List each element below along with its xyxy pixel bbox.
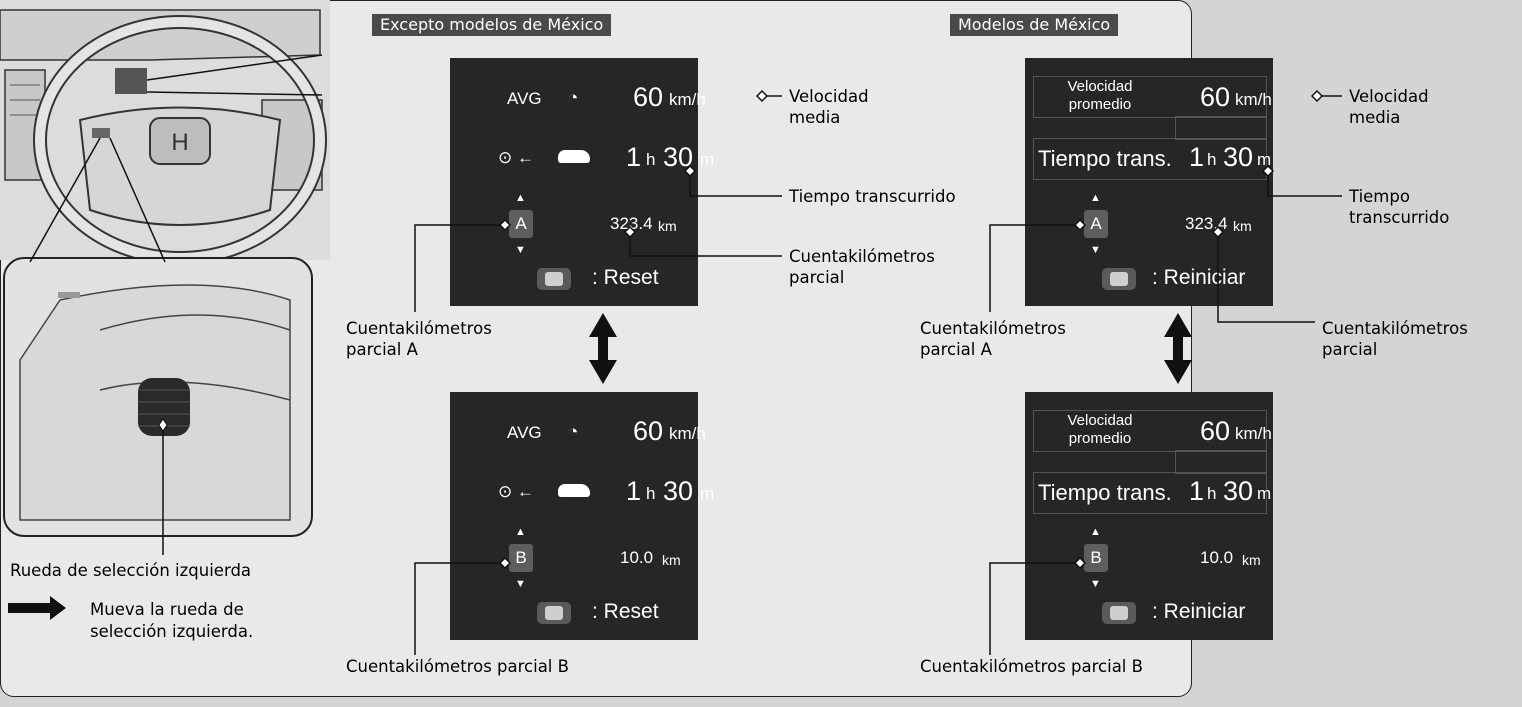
label-cuentakm-b-right: Cuentakilómetros parcial B — [920, 657, 1143, 676]
legend-text: Mueva la rueda de selección izquierda. — [90, 600, 254, 641]
up-arrow-icon: ▲ — [1090, 192, 1101, 204]
down-arrow-icon: ▼ — [515, 244, 526, 256]
minutes-value: 30 — [1223, 476, 1254, 506]
hours-value: 1 — [1189, 476, 1205, 506]
up-arrow-icon: ▲ — [515, 192, 526, 204]
trip-unit: km — [1242, 552, 1261, 568]
time-row-frame — [1033, 138, 1267, 180]
frame-step — [1175, 450, 1267, 474]
hours-unit: h — [1207, 150, 1217, 169]
label-cuentakm-parcial-left: Cuentakilómetros parcial — [789, 247, 935, 287]
screen-right-a: Velocidad promedio 60 km/h Tiempo trans.… — [1025, 58, 1273, 306]
speedometer-icon: ◔ — [568, 88, 579, 107]
minutes-unit: m — [700, 484, 715, 503]
up-arrow-icon: ▲ — [515, 526, 526, 538]
label-cuentakm-parcial-right: Cuentakilómetros parcial — [1322, 319, 1468, 359]
wheel-button-icon — [1102, 268, 1136, 290]
minutes-value: 30 — [663, 476, 694, 506]
avg-label: AVG — [507, 89, 542, 108]
wheel-caption: Rueda de selección izquierda — [10, 561, 252, 580]
hours-unit: h — [1207, 484, 1217, 503]
wheel-button-icon — [537, 268, 571, 290]
hours-value: 1 — [626, 142, 642, 172]
hours-unit: h — [646, 150, 656, 169]
avg-speed-label: Velocidad promedio — [1067, 412, 1133, 447]
screen-left-a: AVG ◔ 60 km/h ⊙ ← 1 h 30 ▲ A ▼ 323.4 km … — [450, 58, 714, 306]
clock-icon: ⊙ ← — [498, 482, 534, 501]
reset-text: : Reiniciar — [1152, 600, 1246, 623]
double-arrow-icon — [589, 313, 1192, 384]
time-label: Tiempo trans. — [1038, 146, 1172, 171]
reset-text: : Reiniciar — [1152, 266, 1246, 289]
reset-text: : Reset — [592, 600, 659, 623]
reset-text: : Reset — [592, 266, 659, 289]
car-icon — [558, 150, 590, 163]
trip-value: 323.4 — [610, 214, 653, 233]
label-velocidad-media-left: Velocidad media — [789, 87, 869, 127]
avg-speed-label: Velocidad promedio — [1067, 78, 1133, 113]
label-cuentakm-b-left: Cuentakilómetros parcial B — [346, 657, 569, 676]
minutes-unit: m — [1257, 484, 1272, 503]
minutes-unit: m — [1257, 150, 1272, 169]
svg-text:H: H — [171, 129, 188, 156]
trip-unit: km — [662, 552, 681, 568]
trip-badge: B — [509, 544, 533, 572]
wheel-button-icon — [1102, 602, 1136, 624]
down-arrow-icon: ▼ — [515, 578, 526, 590]
car-icon — [558, 484, 590, 497]
minutes-unit: m — [700, 150, 715, 169]
screen-right-b: Velocidad promedio 60 km/h Tiempo trans.… — [1025, 392, 1273, 640]
label-tiempo-transcurrido-right: Tiempo transcurrido — [1349, 187, 1450, 227]
hours-value: 1 — [1189, 142, 1205, 172]
label-tiempo-transcurrido-left: Tiempo transcurrido — [789, 187, 956, 206]
speed-row-frame — [1033, 410, 1267, 452]
hours-value: 1 — [626, 476, 642, 506]
label-cuentakm-a-right: Cuentakilómetros parcial A — [920, 319, 1066, 359]
section-title-left: Excepto modelos de México — [372, 14, 612, 36]
speed-value: 60 — [1200, 82, 1231, 112]
frame-step — [1175, 116, 1267, 140]
trip-badge: A — [1084, 210, 1108, 238]
up-arrow-icon: ▲ — [1090, 526, 1101, 538]
screen-left-b: AVG ◔ 60 km/h ⊙ ← 1 h 30 ▲ B ▼ 10.0 km :… — [450, 392, 714, 640]
hours-unit: h — [646, 484, 656, 503]
speed-row-frame — [1033, 76, 1267, 118]
minutes-value: 30 — [1223, 142, 1254, 172]
label-cuentakm-a-left: Cuentakilómetros parcial A — [346, 319, 492, 359]
trip-value: 10.0 — [620, 548, 654, 567]
speed-unit: km/h — [669, 90, 706, 109]
speed-unit: km/h — [1235, 424, 1272, 443]
wheel-button-icon — [537, 602, 571, 624]
trip-value: 10.0 — [1200, 548, 1234, 567]
section-title-right: Modelos de México — [950, 14, 1119, 36]
time-label: Tiempo trans. — [1038, 480, 1172, 505]
speedometer-icon: ◔ — [568, 422, 579, 441]
speed-value: 60 — [633, 416, 664, 446]
speed-unit: km/h — [1235, 90, 1272, 109]
label-velocidad-media-right: Velocidad media — [1349, 87, 1429, 127]
speed-value: 60 — [1200, 416, 1231, 446]
trip-unit: km — [1233, 218, 1252, 234]
trip-badge: B — [1084, 544, 1108, 572]
down-arrow-icon: ▼ — [1090, 578, 1101, 590]
speed-value: 60 — [633, 82, 664, 112]
down-arrow-icon: ▼ — [1090, 244, 1101, 256]
clock-icon: ⊙ ← — [498, 148, 534, 167]
avg-label: AVG — [507, 423, 542, 442]
steering-wheel-illustration: H — [0, 0, 330, 620]
time-row-frame — [1033, 472, 1267, 514]
speed-unit: km/h — [669, 424, 706, 443]
trip-unit: km — [658, 218, 677, 234]
trip-badge: A — [509, 210, 533, 238]
